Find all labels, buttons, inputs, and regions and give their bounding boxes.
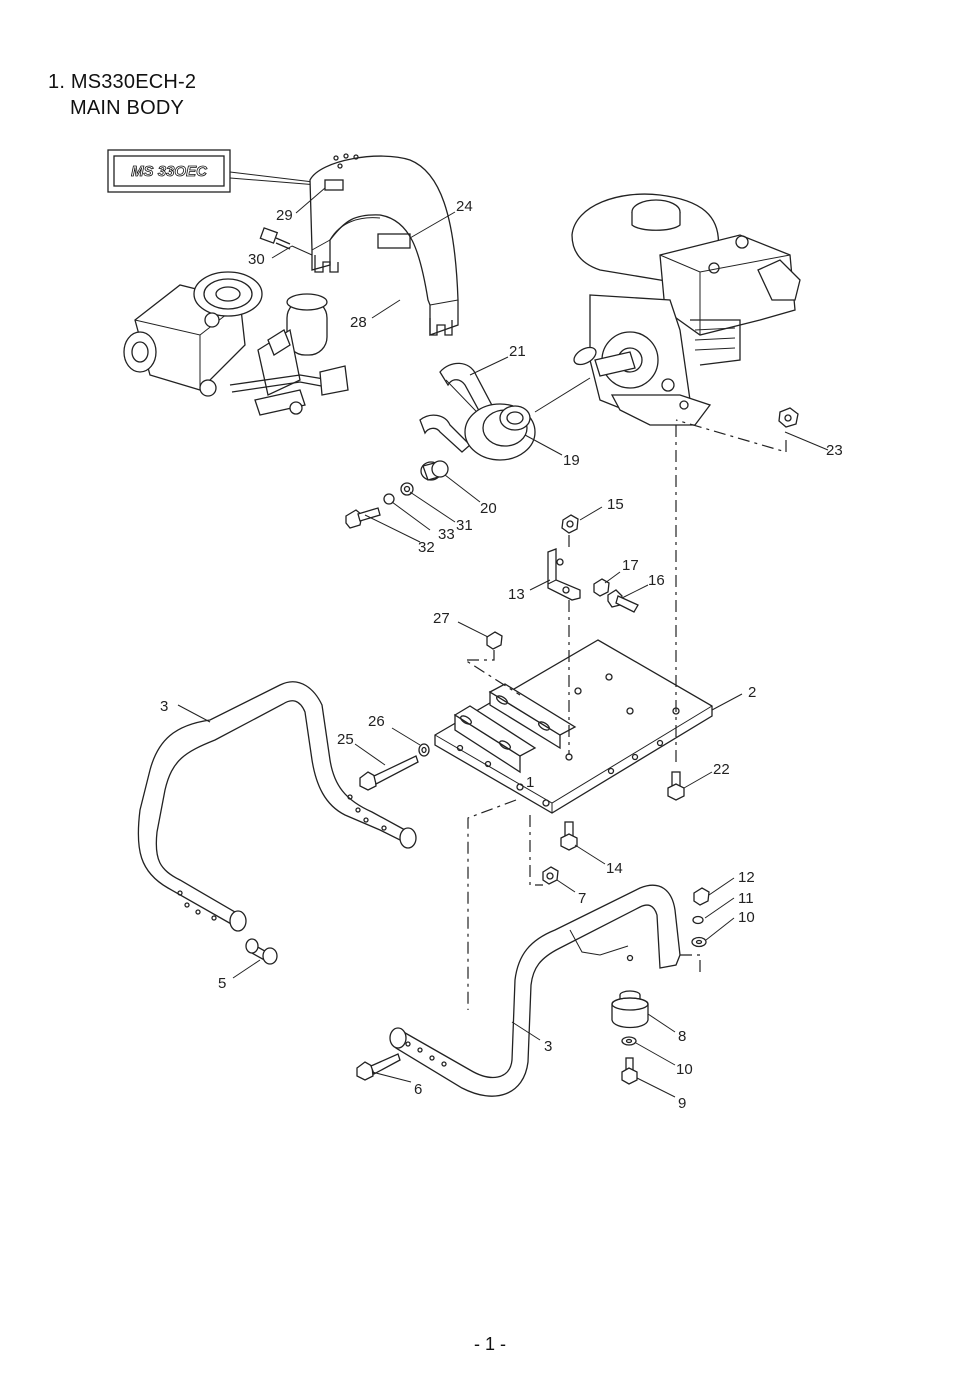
callout-22: 22 [713,761,730,778]
handle-frame-left [137,681,417,932]
callout-19: 19 [563,452,580,469]
leader-lines [177,187,829,1098]
callout-1: 1 [526,774,534,791]
pump-assembly [123,271,349,416]
callout-32: 32 [418,539,435,556]
bolt-14 [560,821,578,851]
callout-25: 25 [337,731,354,748]
callout-30: 30 [248,251,265,268]
callout-16: 16 [648,572,665,589]
collar-20 [420,460,449,481]
callout-numbers: 29 24 30 28 21 19 23 20 31 33 32 15 13 1… [160,198,843,1112]
callout-23: 23 [826,442,843,459]
page-subtitle: MAIN BODY [70,97,185,119]
callout-24: 24 [456,198,473,215]
nut-23 [778,407,799,428]
collar-5 [245,938,278,965]
nut-12 [693,887,710,906]
bolt-32 [345,507,381,529]
page-number: - 1 - [473,1334,506,1354]
callout-20: 20 [480,500,497,517]
callout-6: 6 [414,1081,422,1098]
callout-10-upper: 10 [738,909,755,926]
callout-13: 13 [508,586,525,603]
bolt-16 [607,589,639,613]
washer-10-lower [621,1036,637,1046]
callout-5: 5 [218,975,226,992]
screw-30 [259,227,313,256]
base-plate [434,639,713,814]
washer-10-upper [691,936,707,948]
page-title: 1. MS330ECH-2 [48,71,197,93]
belt-cover [309,153,459,336]
bolt-9 [621,1057,638,1085]
callout-3-right: 3 [544,1038,552,1055]
nut-7 [542,866,559,885]
callout-27: 27 [433,610,450,627]
callout-29: 29 [276,207,293,224]
washer-26 [418,743,430,757]
callout-2: 2 [748,684,756,701]
callout-17: 17 [622,557,639,574]
callout-15: 15 [607,496,624,513]
callout-26: 26 [368,713,385,730]
spring-washer-33 [383,493,395,505]
pulley [464,403,536,461]
bolt-25 [359,755,419,791]
handle-frame-right [389,884,681,1097]
nut-15 [561,514,579,534]
model-logo-label: MS 33OEC [107,149,331,193]
callout-14: 14 [606,860,623,877]
callout-3-left: 3 [160,698,168,715]
callout-10-lower: 10 [676,1061,693,1078]
callout-28: 28 [350,314,367,331]
spring-washer-11 [692,915,704,925]
callout-33: 33 [438,526,455,543]
bolt-22 [667,771,685,801]
callout-8: 8 [678,1028,686,1045]
callout-12: 12 [738,869,755,886]
model-logo-text: MS 33OEC [131,163,208,180]
callout-9: 9 [678,1095,686,1112]
callout-21: 21 [509,343,526,360]
callout-31: 31 [456,517,473,534]
rubber-mount-8 [611,990,649,1029]
callout-11: 11 [738,890,754,907]
nut-27 [486,631,503,650]
bolt-6 [356,1053,401,1081]
bracket-13 [547,548,581,601]
callout-7: 7 [578,890,586,907]
assembly-centerlines [462,419,787,1010]
engine [571,193,801,426]
